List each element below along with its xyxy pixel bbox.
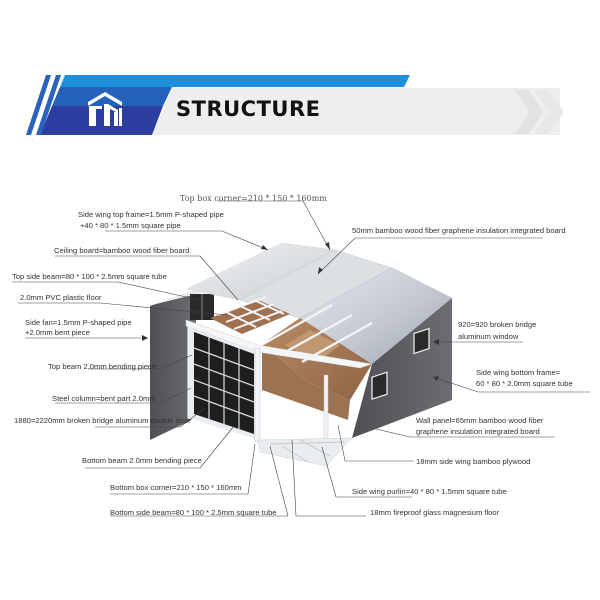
- side-wing-floor: [257, 437, 353, 467]
- top-beam: [185, 319, 373, 369]
- banner-stripe-2: [36, 75, 61, 135]
- leader-lines: [12, 200, 590, 517]
- label-bottom-beam: Bottom beam 2.0mm bending piece: [82, 456, 202, 465]
- label-magnesium-floor: 18mm fireproof glass magnesium floor: [370, 508, 500, 517]
- house-structure-diagram: [12, 200, 590, 517]
- label-side-wing-bottom-frame-1: Side wing bottom frame=: [476, 368, 561, 377]
- label-side-wing-top-frame-2: +40 * 80 * 1.5mm square pipe: [80, 221, 181, 230]
- label-roof-board: 50mm bamboo wood fiber graphene insulati…: [352, 226, 566, 235]
- banner-stripe-1: [26, 75, 51, 135]
- label-side-wing-plywood: 18mm side wing bamboo plywood: [416, 457, 531, 466]
- label-side-fan-1: Side fan=1.5mm P-shaped pipe: [25, 318, 132, 327]
- roof-purlins: [257, 303, 373, 364]
- page-title: STRUCTURE: [176, 97, 321, 121]
- label-top-beam: Top beam 2.0mm bending piece: [48, 362, 157, 371]
- side-window-2: [371, 371, 388, 400]
- label-side-wing-top-frame-1: Side wing top frame=1.5mm P-shaped pipe: [78, 210, 224, 219]
- label-bottom-side-beam: Bottom side beam=80 * 100 * 2.5mm square…: [110, 508, 277, 517]
- label-side-fan-2: +2.0mm bent piece: [25, 328, 90, 337]
- label-pvc-floor: 2.0mm PVC plastic floor: [20, 293, 102, 302]
- double-door: [193, 332, 255, 434]
- label-double-door: 1880=2220mm broken bridge aluminum doubl…: [14, 416, 191, 425]
- label-window-2: aluminum window: [458, 332, 519, 341]
- title-background: [152, 88, 560, 135]
- label-wall-panel-1: Wall panel=65mm bamboo wood fiber: [416, 416, 544, 425]
- banner-band-dark: [40, 106, 163, 135]
- label-wall-panel-2: graphene insulation integrated board: [416, 427, 540, 436]
- label-side-wing-purlin: Side wing purlin=40 * 80 * 1.5mm square …: [352, 487, 507, 496]
- interior-wood-step: [285, 330, 340, 362]
- chevron-2: [534, 90, 564, 134]
- label-top-side-beam: Top side beam=80 * 100 * 2.5mm square tu…: [12, 272, 167, 281]
- label-steel-column: Steel column=bent part 2.0mm: [52, 394, 156, 403]
- label-window-1: 920=920 broken bridge: [458, 320, 537, 329]
- side-window-1: [413, 327, 430, 355]
- label-bottom-box-corner: Bottom box corner=210 * 150 * 160mm: [110, 483, 242, 492]
- ceiling-grid: [217, 296, 285, 330]
- label-side-wing-bottom-frame-2: 60 * 80 * 2.0mm square tube: [476, 379, 573, 388]
- banner-band-light: [60, 75, 410, 87]
- leader-arrowheads: [142, 242, 439, 381]
- label-top-box-corner: Top box corner=210 * 150 * 160mm: [180, 194, 327, 203]
- label-ceiling-board: Ceiling board=bamboo wood fiber board: [54, 246, 190, 255]
- floor-purlin-grid: [269, 439, 346, 463]
- steel-column-left: [254, 347, 261, 443]
- building-logo-icon: [88, 92, 122, 126]
- section-banner: [26, 75, 564, 135]
- chevron-1: [514, 90, 544, 134]
